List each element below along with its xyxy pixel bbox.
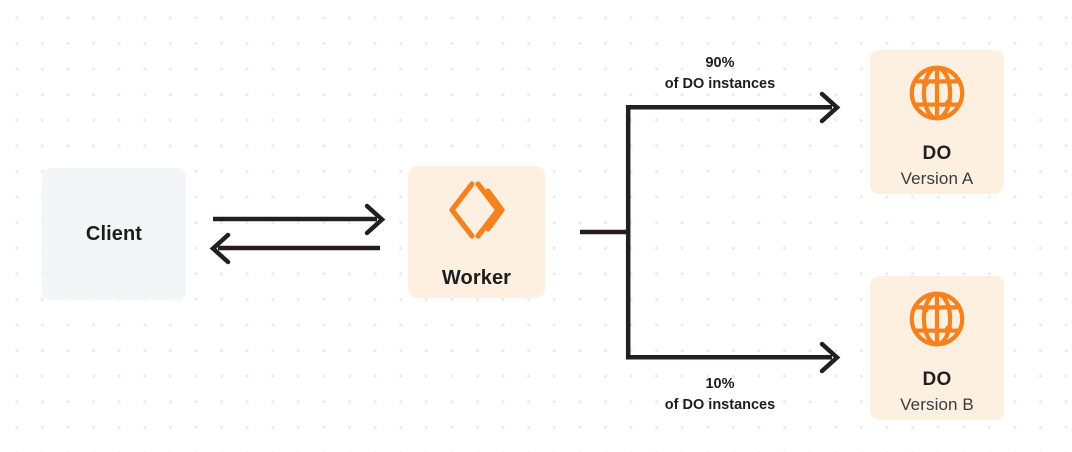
node-do-version-a[interactable]: DO Version A (870, 50, 1004, 194)
node-do-version-b[interactable]: DO Version B (870, 276, 1004, 420)
node-do-b-sublabel: Version B (900, 394, 974, 414)
node-worker-label: Worker (441, 267, 512, 289)
edge-label-do-b-detail: of DO instances (664, 397, 776, 413)
edge-worker-to-client-arrowhead (209, 232, 231, 265)
node-do-a-label: DO (922, 142, 952, 164)
globe-icon (906, 62, 968, 129)
edge-label-do-b-percent: 10% (705, 376, 735, 392)
edge-label-do-a-percent: 90% (705, 55, 735, 71)
edge-worker-to-do-a (626, 91, 841, 124)
edge-worker-to-do-b (626, 341, 841, 374)
edge-worker-to-do-a-arrowhead (819, 91, 841, 124)
edge-label-do-b: 10% of DO instances (625, 374, 815, 416)
cloudflare-workers-icon (445, 178, 509, 247)
edge-client-to-worker-arrowhead (364, 203, 386, 236)
globe-icon (906, 288, 968, 355)
node-worker[interactable]: Worker (408, 166, 545, 298)
edge-worker-to-do-b-arrowhead (819, 341, 841, 374)
edge-client-to-worker (213, 203, 386, 236)
node-client-label: Client (85, 222, 143, 245)
edge-label-do-a-detail: of DO instances (664, 76, 776, 92)
edge-label-do-a: 90% of DO instances (625, 53, 815, 95)
node-do-a-sublabel: Version A (900, 168, 974, 188)
edge-worker-to-client (209, 232, 380, 265)
node-client[interactable]: Client (42, 168, 186, 300)
node-do-b-label: DO (922, 368, 952, 390)
